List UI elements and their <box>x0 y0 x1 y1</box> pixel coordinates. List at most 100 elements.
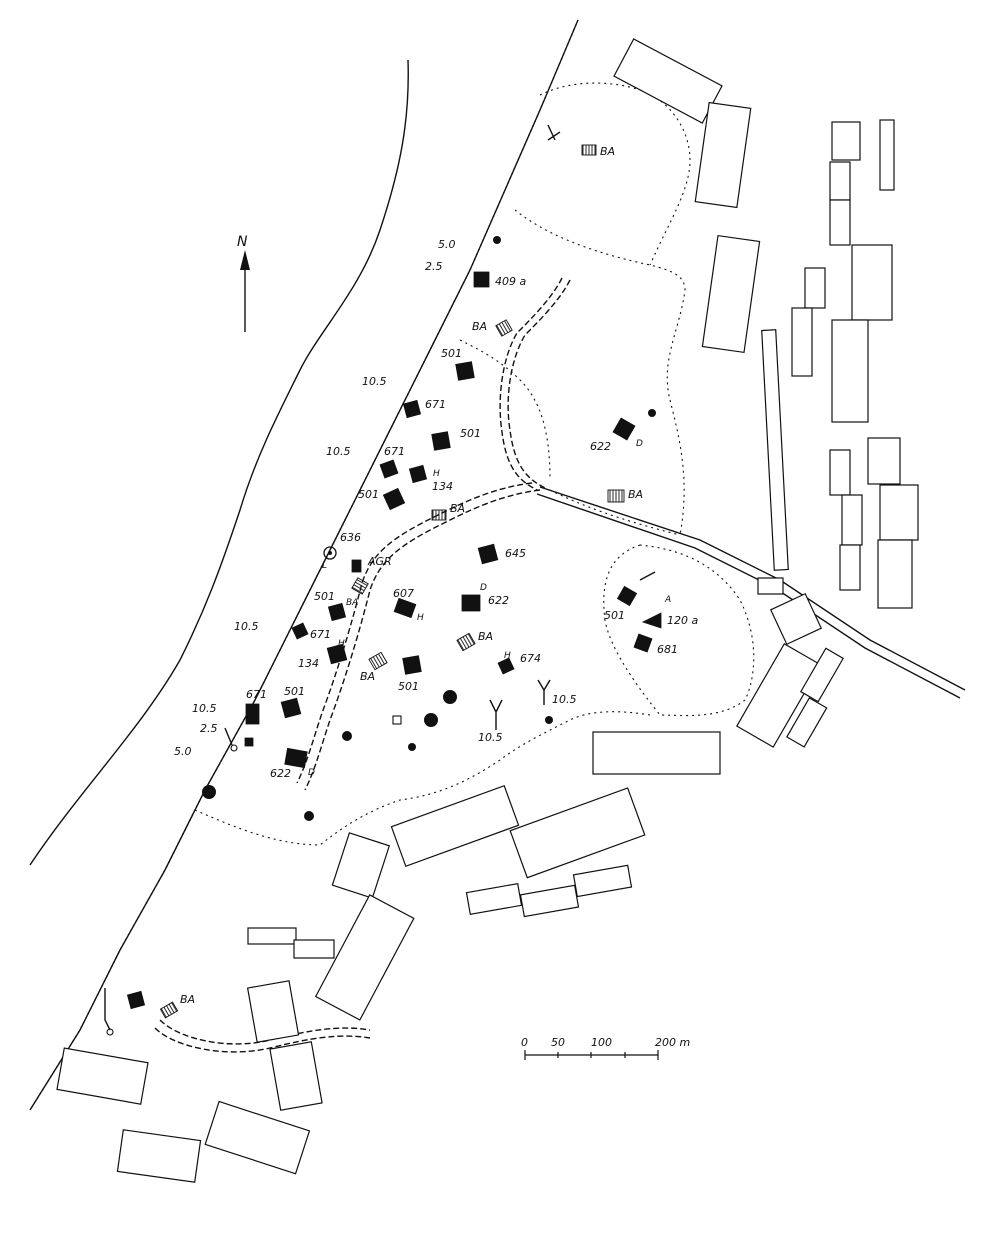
building-label: 622 <box>590 440 611 453</box>
field <box>390 784 520 868</box>
field <box>204 1100 311 1175</box>
stand-symbol <box>537 679 551 705</box>
building-label: 134 <box>298 657 319 670</box>
building-code: D <box>636 439 643 449</box>
shoreline <box>29 59 409 866</box>
hatched-sheds <box>159 144 625 1019</box>
field <box>269 1041 323 1111</box>
building-label: 501 <box>460 427 481 440</box>
building <box>455 361 475 381</box>
field <box>877 539 913 609</box>
north-label: N <box>237 234 248 250</box>
shed <box>159 1001 179 1019</box>
field <box>829 161 851 201</box>
depth-label: 10.5 <box>478 731 503 744</box>
building-label: 607 <box>393 587 414 600</box>
map-symbols <box>104 124 656 1036</box>
building <box>382 487 406 511</box>
building <box>616 585 638 607</box>
building <box>612 417 636 441</box>
field <box>879 484 919 541</box>
building-label: 501 <box>441 347 462 360</box>
tree-symbol <box>408 743 416 751</box>
map-mark: L <box>322 561 327 571</box>
depth-label: 10.5 <box>552 693 577 706</box>
north-arrow: N <box>237 234 250 332</box>
arrow-symbol <box>639 571 656 581</box>
map-mark: A <box>664 595 671 605</box>
field <box>613 38 723 124</box>
building-label: 636 <box>340 531 361 544</box>
tree-symbol <box>545 716 553 724</box>
building-label: 501 <box>314 590 335 603</box>
building-label: 671 <box>310 628 331 641</box>
field <box>519 884 580 918</box>
shed-label: BA <box>360 670 375 683</box>
building <box>497 657 515 675</box>
stand-symbol <box>547 124 561 141</box>
shed-label: BA <box>478 630 493 643</box>
buildings <box>126 271 662 1010</box>
building <box>284 747 308 769</box>
field <box>879 119 895 191</box>
field <box>293 939 335 959</box>
scale-tick-label: 50 <box>551 1036 565 1049</box>
building <box>633 633 653 653</box>
scale-bar: 0 50 100 200 m <box>521 1036 690 1060</box>
shed <box>351 577 369 595</box>
field <box>841 494 863 546</box>
building <box>402 655 422 675</box>
building <box>291 622 309 640</box>
building <box>431 431 451 451</box>
tree-symbol <box>443 690 457 704</box>
field <box>757 577 784 595</box>
well-symbol <box>323 546 337 560</box>
depth-label: 2.5 <box>425 260 443 273</box>
shed <box>607 489 625 503</box>
field <box>804 267 826 309</box>
building-label: 409 a <box>495 275 526 288</box>
railway-embankment <box>29 19 579 1111</box>
field <box>831 319 869 423</box>
field <box>851 244 893 321</box>
building <box>327 602 347 622</box>
field <box>769 592 823 646</box>
shed <box>495 319 513 337</box>
building <box>408 464 428 484</box>
building-label: 501 <box>604 609 625 622</box>
building-code: H <box>433 469 440 479</box>
shed <box>456 632 476 652</box>
tree-symbol <box>202 785 216 799</box>
building-code: H <box>338 639 345 649</box>
scale-tick-label: 100 <box>591 1036 612 1049</box>
depth-label: 10.5 <box>326 445 351 458</box>
depth-label: 10.5 <box>192 702 217 715</box>
field <box>839 544 861 591</box>
field <box>592 731 721 775</box>
depth-label: 10.5 <box>362 375 387 388</box>
field <box>247 927 297 945</box>
post-symbol <box>224 727 233 746</box>
power-line-symbol <box>104 988 111 1031</box>
depth-label: 2.5 <box>200 722 218 735</box>
shed-label: BA <box>346 598 358 608</box>
field <box>331 832 391 899</box>
building-label: 622 <box>270 767 291 780</box>
field <box>509 787 646 879</box>
field <box>829 199 851 246</box>
building-label: 501 <box>398 680 419 693</box>
building-label: 674 <box>520 652 541 665</box>
roads <box>154 277 966 1053</box>
scale-tick-label: 200 m <box>655 1036 690 1049</box>
building-label: AGR <box>367 555 392 568</box>
building-label: 622 <box>488 594 509 607</box>
building <box>326 643 348 665</box>
shed-label: BA <box>472 320 487 333</box>
scale-tick-label: 0 <box>521 1036 528 1049</box>
field <box>800 647 844 703</box>
building-label: 501 <box>284 685 305 698</box>
fence-lines <box>194 82 755 846</box>
field <box>735 642 822 748</box>
shed-label: BA <box>628 488 643 501</box>
field <box>761 329 789 571</box>
